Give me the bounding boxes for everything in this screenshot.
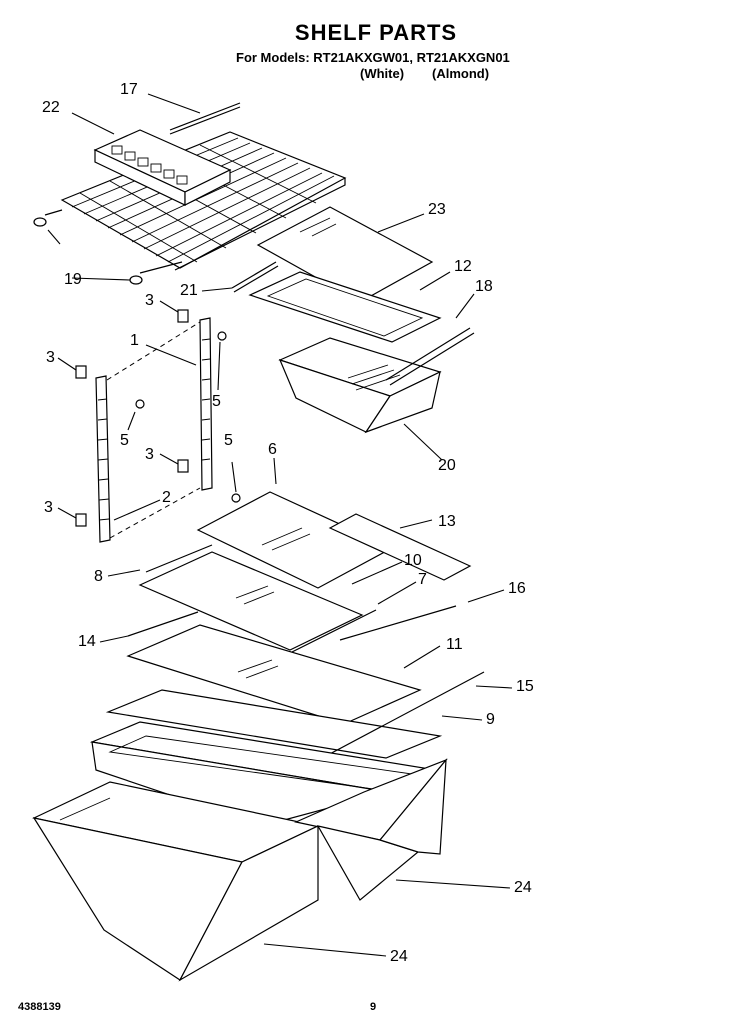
ladder-brackets xyxy=(75,309,189,527)
callout-19: 19 xyxy=(64,271,82,288)
callout-7: 7 xyxy=(418,571,427,588)
callout-11: 11 xyxy=(446,636,463,653)
egg-tray xyxy=(93,129,232,206)
callout-5-b: 5 xyxy=(120,432,129,449)
callout-1: 1 xyxy=(130,332,139,349)
callout-12: 12 xyxy=(454,258,472,275)
callout-22: 22 xyxy=(42,99,60,116)
crisper-cover-glass xyxy=(328,513,472,581)
callout-16: 16 xyxy=(508,580,526,597)
callout-9: 9 xyxy=(486,711,495,728)
callout-10: 10 xyxy=(404,552,422,569)
callout-8: 8 xyxy=(94,568,103,585)
callout-24-a: 24 xyxy=(514,879,532,896)
callout-3-b: 3 xyxy=(46,349,55,366)
callout-23: 23 xyxy=(428,201,446,218)
callout-3-a: 3 xyxy=(145,292,154,309)
shelf-ladder-right xyxy=(199,317,213,491)
callout-18: 18 xyxy=(475,278,493,295)
callout-3-c: 3 xyxy=(145,446,154,463)
callout-13: 13 xyxy=(438,513,456,530)
shelf-frame-lower xyxy=(126,611,422,725)
document-number: 4388139 xyxy=(18,1001,61,1013)
color-label-almond: (Almond) xyxy=(432,66,490,81)
callout-21: 21 xyxy=(180,282,198,299)
crisper-drawer-left xyxy=(32,781,320,982)
callout-5-a: 5 xyxy=(212,393,221,410)
callout-leaders xyxy=(47,93,513,957)
callout-14: 14 xyxy=(78,633,96,650)
ladder-screws xyxy=(135,331,241,503)
callout-5-c: 5 xyxy=(224,432,233,449)
callout-3-d: 3 xyxy=(44,499,53,516)
meat-pan xyxy=(278,327,475,434)
callout-6: 6 xyxy=(268,441,277,458)
crisper-cover-frame xyxy=(231,261,442,343)
callout-15: 15 xyxy=(516,678,534,695)
crisper-glass-lower xyxy=(105,689,443,759)
page-title: SHELF PARTS xyxy=(294,20,458,45)
shelf-ladder-left xyxy=(95,321,201,543)
crisper-drawer-right xyxy=(294,758,448,901)
callout-2: 2 xyxy=(162,489,171,506)
page-number: 9 xyxy=(370,1001,377,1013)
shelf-end-caps xyxy=(33,217,143,285)
color-label-white: (White) xyxy=(360,66,405,81)
callout-24-b: 24 xyxy=(390,948,408,965)
models-line: For Models: RT21AKXGW01, RT21AKXGN01 xyxy=(236,50,510,65)
callout-20: 20 xyxy=(438,457,456,474)
callout-17: 17 xyxy=(120,81,138,98)
crisper-rail xyxy=(339,605,457,641)
